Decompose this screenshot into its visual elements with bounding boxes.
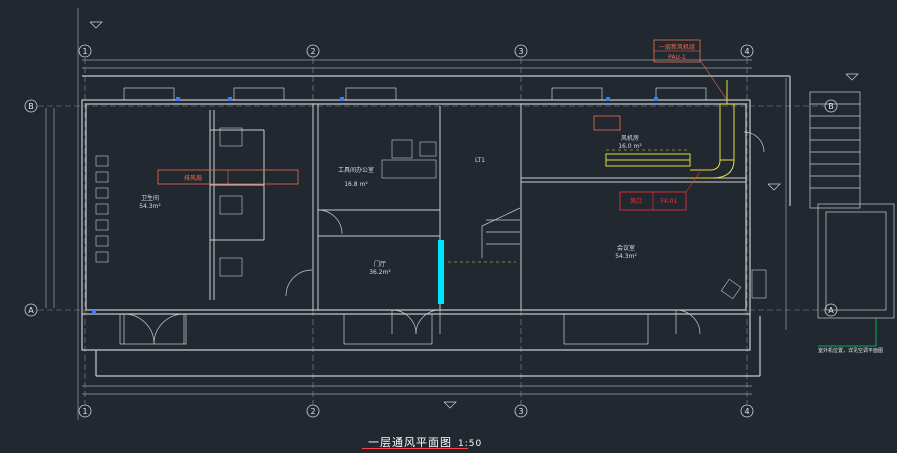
room-label-left: 卫生间 <box>141 194 159 202</box>
room-labels: 卫生间 54.3m² 工具间办公室 16.8 m² LT1 门厅 36.2m² … <box>139 134 642 276</box>
windows <box>119 87 707 345</box>
grid-col-4-top: 4 <box>744 47 749 56</box>
grid-bubbles <box>24 44 838 418</box>
doors <box>123 131 765 345</box>
callout-mid-right <box>593 115 621 131</box>
device-markers <box>92 97 658 314</box>
callout-red-sub: FK-01 <box>661 198 678 205</box>
stair-lt1 <box>481 207 521 258</box>
dimension-lines <box>45 8 787 420</box>
callout-left-label: 排风扇 <box>184 174 202 182</box>
grid-row-b-right: B <box>828 102 834 111</box>
grid-row-a-left: A <box>28 306 34 315</box>
grid-row-a-right: A <box>828 306 834 315</box>
grid-col-2-top: 2 <box>310 47 315 56</box>
room-label-mid: 门厅 <box>374 260 386 268</box>
title-underline <box>362 448 468 449</box>
grid-col-1-bottom: 1 <box>82 407 87 416</box>
grid-labels: 1 2 3 4 1 2 3 4 B A B A <box>28 47 834 416</box>
callout-red: 风口 FK-01 <box>619 171 701 211</box>
level-markers <box>89 21 859 409</box>
callout-left: 排风扇 <box>157 169 299 185</box>
room-area-mid: 36.2m² <box>369 269 391 276</box>
room-label-small: 风机房 <box>621 134 639 142</box>
room-area-left: 54.3m² <box>139 203 161 210</box>
room-area-small: 16.0 m² <box>618 143 642 150</box>
callout-top-right: 一层新风机组 PAU-1 <box>653 39 728 101</box>
cyan-partition <box>438 240 444 304</box>
duct-dashes <box>448 149 690 263</box>
room-label-office: 工具间办公室 <box>338 166 374 174</box>
green-note: 室外机位置，详见空调平面图 <box>818 318 883 354</box>
furniture <box>95 127 767 300</box>
grid-col-1-top: 1 <box>82 47 87 56</box>
drawing-title-text: 一层通风平面图 <box>368 436 452 449</box>
duct-run <box>605 80 735 179</box>
room-label-lt: LT1 <box>475 157 485 164</box>
grid-col-3-top: 3 <box>518 47 523 56</box>
callout-red-label: 风口 <box>630 198 642 205</box>
callout-top-right-label: 一层新风机组 <box>659 43 695 51</box>
drawing-scale: 1:50 <box>458 439 483 449</box>
grid-row-b-left: B <box>28 102 34 111</box>
room-area-right: 54.3m² <box>615 253 637 260</box>
grid-col-3-bottom: 3 <box>518 407 523 416</box>
room-label-right: 会议室 <box>617 244 635 252</box>
drawing-title: 一层通风平面图 1:50 <box>368 434 482 450</box>
grid-col-4-bottom: 4 <box>744 407 749 416</box>
room-area-office: 16.8 m² <box>344 181 368 188</box>
callout-top-right-sub: PAU-1 <box>668 54 686 61</box>
grid-col-2-bottom: 2 <box>310 407 315 416</box>
exterior-stair <box>809 91 895 319</box>
bottom-right-note: 室外机位置，详见空调平面图 <box>818 347 883 354</box>
